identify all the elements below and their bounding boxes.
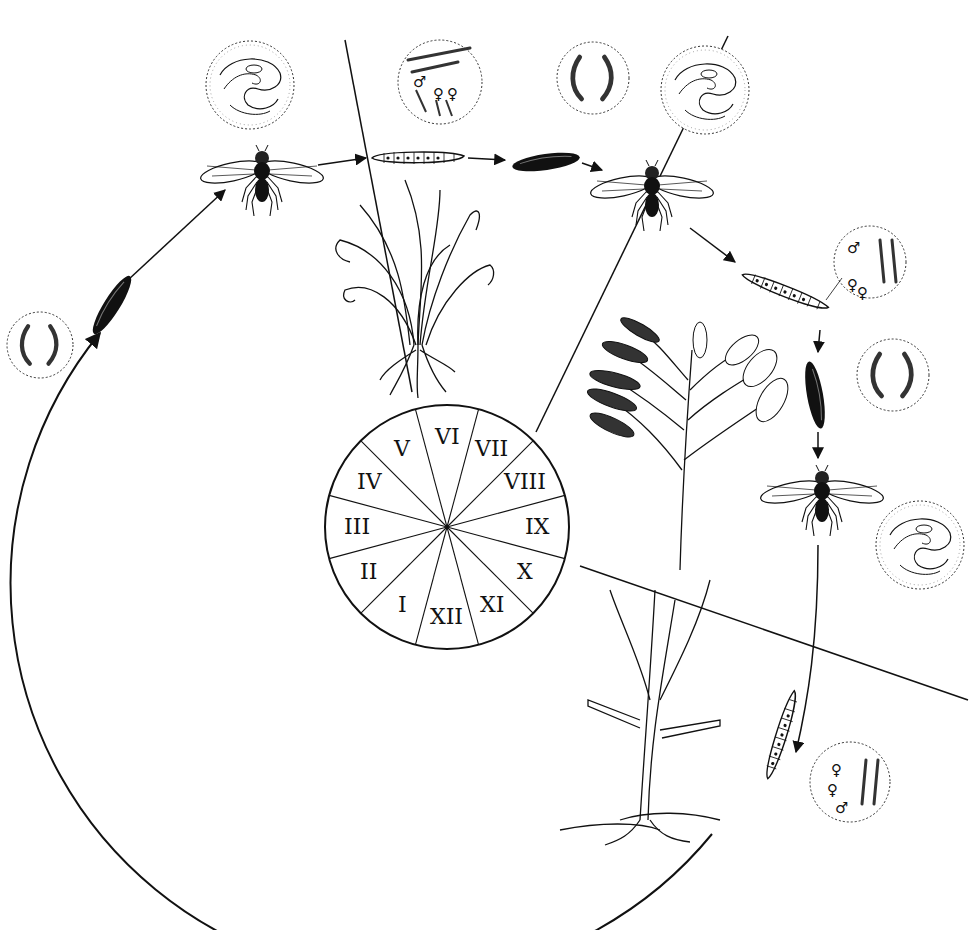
month-numeral: XII	[430, 606, 463, 628]
sex-symbol: ♂	[413, 75, 426, 90]
month-numeral: II	[360, 561, 377, 583]
sex-symbol: ♀	[827, 783, 838, 798]
month-numeral: X	[517, 561, 533, 583]
sex-symbol: ♂	[847, 241, 860, 256]
month-numeral: IV	[357, 471, 382, 493]
sex-symbol: ♀	[433, 87, 444, 102]
month-numeral: IX	[525, 516, 549, 538]
sex-symbol: ♀	[847, 278, 858, 293]
sex-symbol: ♀	[447, 87, 458, 102]
sex-symbol: ♂	[835, 801, 848, 816]
month-numeral: XI	[480, 594, 504, 616]
month-numeral: VIII	[504, 471, 546, 493]
month-numeral: I	[398, 594, 407, 616]
month-numeral: VII	[475, 438, 508, 460]
month-numeral: V	[394, 438, 410, 460]
sex-symbol: ♀	[831, 763, 842, 778]
month-numeral: III	[344, 516, 370, 538]
month-numeral: VI	[435, 426, 460, 448]
sex-symbol: ♀	[857, 286, 868, 301]
